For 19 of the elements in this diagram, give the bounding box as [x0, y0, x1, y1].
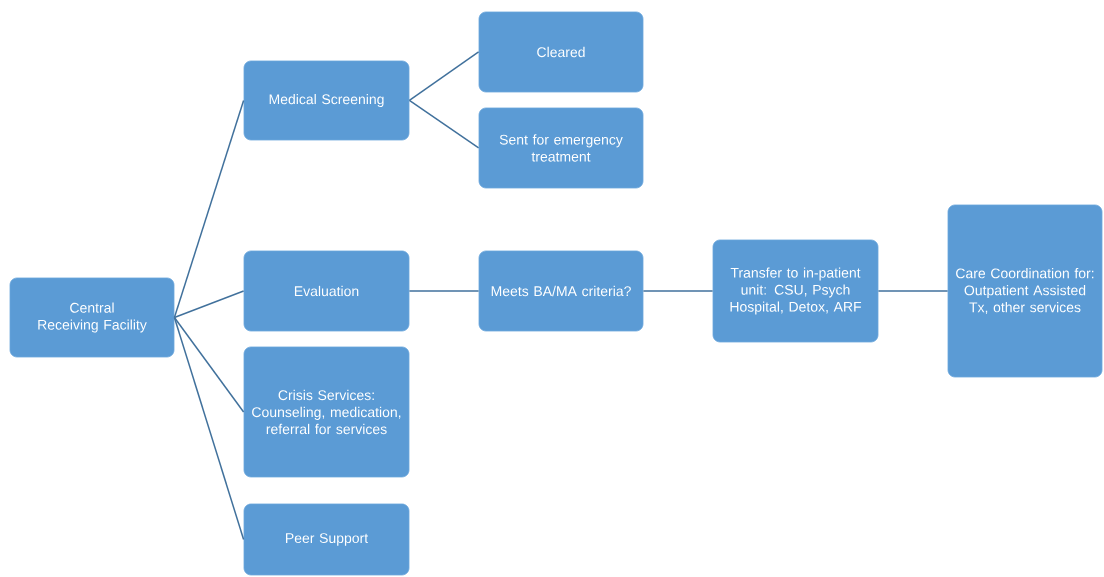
process-box: Medical Screening	[243, 60, 410, 141]
connector-line	[877, 290, 949, 292]
process-box: Cleared	[478, 11, 644, 93]
connector-line	[173, 290, 245, 319]
connector-line	[408, 99, 480, 149]
connector-line	[173, 316, 245, 541]
connector-line	[408, 290, 480, 292]
process-box: Meets BA/MA criteria?	[478, 250, 644, 332]
connector-line	[173, 316, 245, 413]
connector-line	[173, 99, 245, 319]
connector-line	[408, 51, 480, 102]
connector-line	[642, 290, 714, 292]
process-box: Sent for emergency treatment	[478, 107, 644, 189]
process-box: Peer Support	[243, 503, 410, 576]
process-box: Care Coordination for: Outpatient Assisted Tx, other services	[947, 204, 1103, 378]
process-box: Evaluation	[243, 250, 410, 332]
process-box: Crisis Services: Counseling, medication, referral for services	[243, 346, 410, 478]
process-box: Transfer to in-patient unit: CSU, Psych Hospital, Detox, ARF	[712, 239, 879, 343]
process-box: Central Receiving Facility	[9, 277, 175, 358]
